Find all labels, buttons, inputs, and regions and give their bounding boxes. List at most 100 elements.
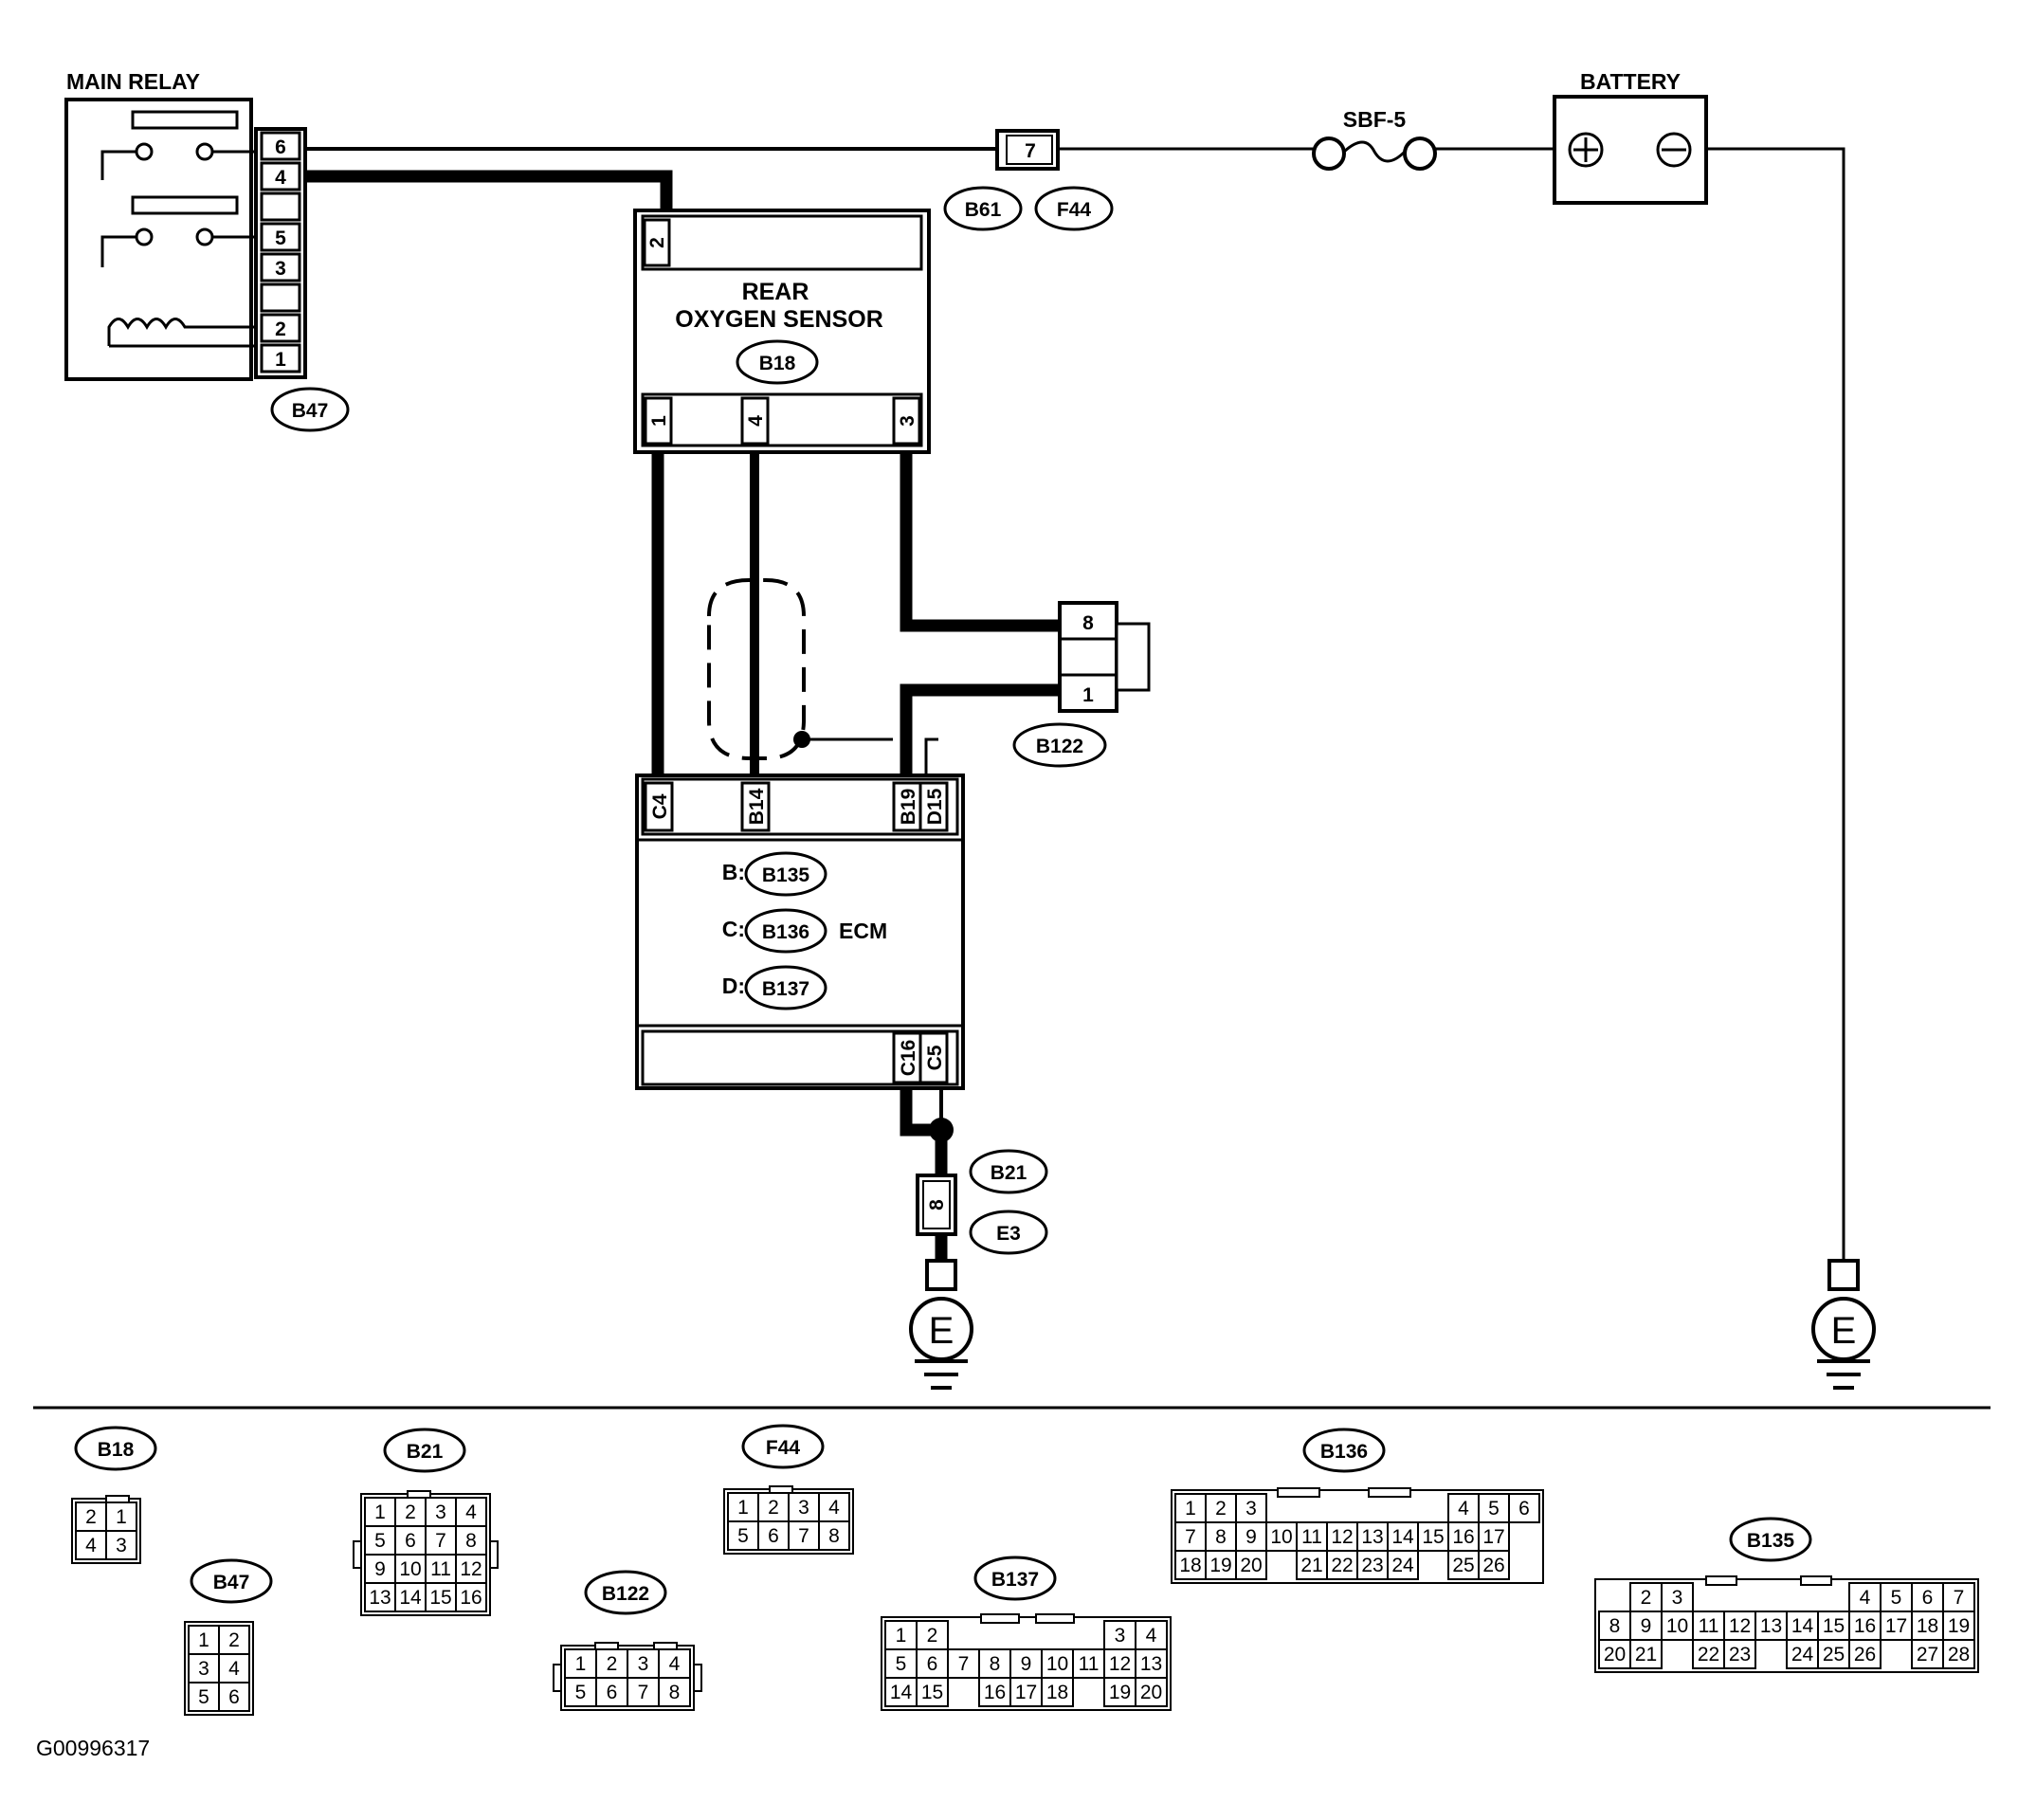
legend-pin-number: 4 — [669, 1653, 681, 1675]
relay-pin: 6 — [275, 136, 286, 158]
wire-ecm-d15 — [924, 737, 938, 777]
legend-pin-number: 28 — [1948, 1644, 1970, 1665]
legend-pin-cell — [1723, 1611, 1756, 1641]
legend-b122-tag-text: B122 — [602, 1583, 649, 1605]
legend-pin-cell — [394, 1525, 427, 1556]
ecm-pin-b19: B19 — [898, 789, 919, 826]
legend-pin-cell — [1661, 1611, 1694, 1641]
legend-pin-cell — [105, 1530, 137, 1560]
legend-pin-number: 5 — [575, 1682, 587, 1703]
legend-pin-number: 21 — [1300, 1555, 1322, 1576]
legend-pin-cell — [1598, 1639, 1631, 1669]
sensor-label-2: OXYGEN SENSOR — [675, 306, 883, 333]
relay-pin-cell — [260, 131, 301, 161]
b122-pin-8: 8 — [1082, 612, 1094, 634]
ecm-pin-b14: B14 — [746, 788, 768, 825]
legend-pin-number: 4 — [85, 1535, 97, 1556]
legend-pin-number: 3 — [1115, 1625, 1126, 1647]
legend-pin-number: 16 — [984, 1682, 1006, 1703]
legend-pin-number: 20 — [1140, 1682, 1162, 1703]
relay-pin-cell — [260, 222, 301, 252]
legend-pin-number: 22 — [1698, 1644, 1719, 1665]
legend-pin-cell — [1387, 1550, 1419, 1580]
legend-pin-number: 1 — [896, 1625, 907, 1647]
b61-tag — [943, 186, 1023, 231]
legend-pin-number: 1 — [116, 1506, 127, 1528]
legend-pin-number: 2 — [85, 1506, 97, 1528]
legend-pin-number: 2 — [1215, 1498, 1227, 1520]
legend-pin-number: 8 — [990, 1653, 1001, 1675]
legend-pin-cell — [658, 1677, 691, 1707]
ecm-pin-c16: C16 — [898, 1040, 919, 1077]
ecm-label: ECM — [839, 919, 887, 943]
legend-pin-number: 6 — [1922, 1587, 1934, 1609]
sensor-pin-1: 1 — [648, 415, 670, 427]
ecm-pin-c4: C4 — [649, 793, 671, 819]
legend-pin-number: 13 — [1140, 1653, 1162, 1675]
legend-pin-number: 19 — [1209, 1555, 1231, 1576]
legend-pin-number: 1 — [198, 1629, 209, 1651]
relay-pin: 2 — [275, 318, 286, 340]
legend-pin-number: 10 — [1270, 1526, 1292, 1548]
legend-b137-latch — [980, 1613, 1020, 1624]
legend-pin-number: 15 — [1823, 1615, 1845, 1637]
wire-b122-1-to-ecm-b19 — [900, 683, 1060, 777]
main-relay-body — [64, 98, 253, 381]
legend-pin-number: 19 — [1109, 1682, 1131, 1703]
legend-pin-cell — [1880, 1582, 1913, 1612]
legend-b136-tag-text: B136 — [1320, 1441, 1368, 1463]
legend-f44-tag — [741, 1424, 825, 1469]
fuse-label: SBF-5 — [1343, 107, 1407, 132]
legend-pin-number: 13 — [1361, 1526, 1383, 1548]
sensor-pin-3: 3 — [897, 415, 918, 427]
legend-pin-cell — [455, 1497, 487, 1527]
legend-pin-number: 18 — [1179, 1555, 1201, 1576]
relay-contact — [195, 142, 214, 161]
legend-pin-cell — [727, 1520, 759, 1551]
legend-pin-cell — [1235, 1521, 1267, 1552]
legend-pin-cell — [455, 1582, 487, 1612]
e3-tag-text: E3 — [996, 1223, 1021, 1245]
legend-b122-tag — [584, 1570, 667, 1615]
legend-pin-number: 16 — [460, 1587, 482, 1609]
legend-pin-number: 15 — [429, 1587, 451, 1609]
legend-pin-number: 3 — [798, 1497, 809, 1519]
relay-pin-cell — [260, 343, 301, 373]
legend-pin-cell — [1629, 1639, 1663, 1669]
b47-tag-text: B47 — [292, 400, 329, 422]
sensor-top-strip — [641, 214, 923, 271]
legend-pin-number: 2 — [1641, 1587, 1652, 1609]
legend-pin-number: 17 — [1015, 1682, 1037, 1703]
relay-switch-2-bar — [131, 195, 239, 215]
legend-pin-cell — [394, 1582, 427, 1612]
legend-pin-cell — [75, 1530, 107, 1560]
sensor-label-1: REAR — [742, 279, 809, 305]
legend-pin-number: 15 — [1422, 1526, 1444, 1548]
relay-pin: 4 — [275, 167, 286, 189]
legend-b136-latch — [1277, 1487, 1320, 1498]
legend-pin-number: 10 — [1046, 1653, 1068, 1675]
relay-pin: 1 — [275, 349, 286, 371]
b21-tag — [969, 1149, 1048, 1194]
relay-contact — [195, 228, 214, 246]
legend-pin-cell — [727, 1492, 759, 1522]
legend-pin-number: 16 — [1452, 1526, 1474, 1548]
wire-sensor3-to-b122-8 — [900, 450, 1060, 632]
legend-pin-cell — [1235, 1550, 1267, 1580]
b122-pin-1: 1 — [1082, 684, 1094, 706]
legend-pin-cell — [884, 1677, 918, 1707]
legend-pin-number: 9 — [374, 1558, 386, 1580]
shield-drain-junction — [793, 731, 810, 748]
legend-pin-number: 6 — [1518, 1498, 1530, 1520]
legend-pin-cell — [364, 1554, 396, 1584]
f44-tag — [1034, 186, 1114, 231]
ecm-b-prefix: B: — [722, 860, 745, 884]
legend-pin-number: 4 — [828, 1497, 840, 1519]
relay-coil-icon — [107, 318, 256, 348]
wire-relay4-to-sensor2 — [303, 170, 673, 210]
ecm-pin-c5: C5 — [924, 1045, 946, 1070]
